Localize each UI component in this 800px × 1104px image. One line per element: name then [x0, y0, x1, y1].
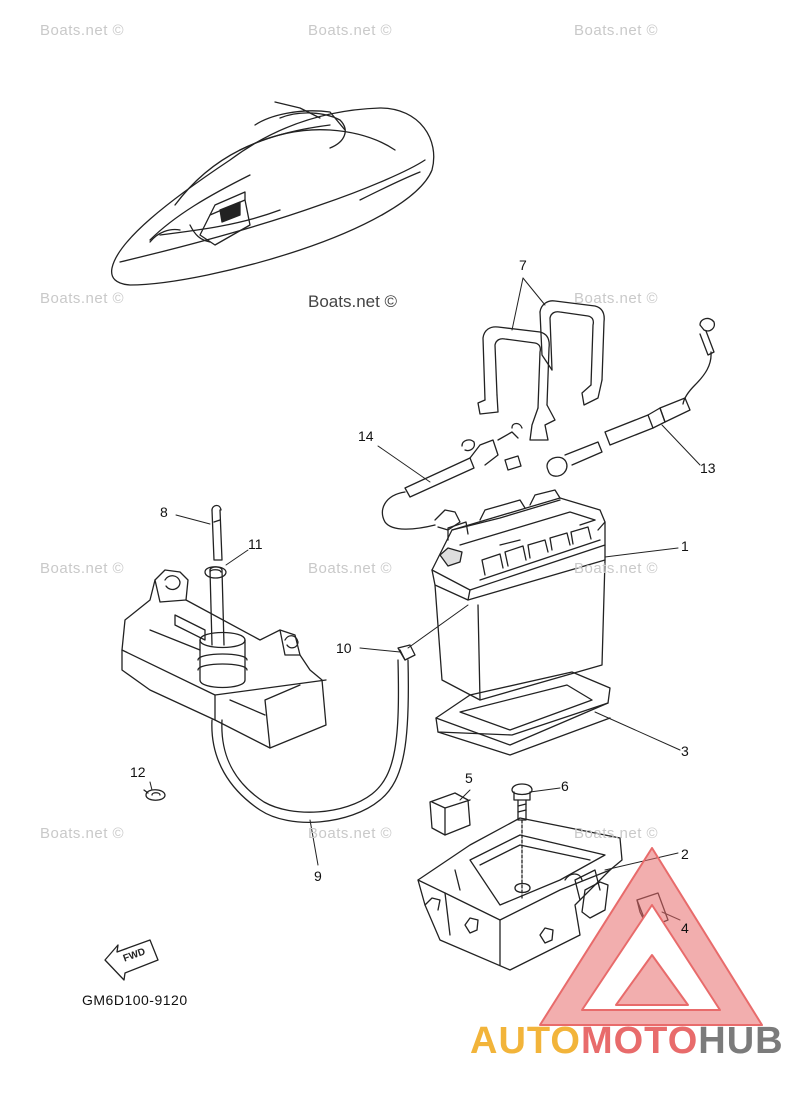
logo-part-auto: AUTO: [470, 1020, 581, 1062]
watermark: Boats.net ©: [40, 825, 125, 842]
watermark: Boats.net ©: [308, 560, 393, 577]
breather-hose-9: [211, 659, 410, 823]
battery-box: [417, 817, 623, 971]
watercraft-illustration: [110, 101, 435, 286]
callout-9: 9: [314, 868, 322, 884]
callout-3: 3: [681, 743, 689, 759]
callout-2: 2: [681, 846, 689, 862]
automotohub-logo-icon: [539, 847, 763, 1026]
logo-part-hub: HUB: [698, 1020, 784, 1062]
diagram-code: GM6D100-9120: [82, 992, 188, 1008]
clip-11: [204, 566, 227, 579]
watermark: Boats.net ©: [40, 22, 125, 39]
callout-5: 5: [465, 770, 473, 786]
callout-6: 6: [561, 778, 569, 794]
watermark: Boats.net ©: [40, 290, 125, 307]
positive-cable-13: [546, 317, 716, 477]
fwd-arrow-icon: [104, 939, 159, 981]
battery-pad-3: [435, 671, 611, 756]
callout-8: 8: [160, 504, 168, 520]
automotohub-logo-text: AUTOMOTOHUB: [470, 1020, 784, 1063]
callout-10: 10: [336, 640, 352, 656]
watermark: Boats.net ©: [574, 560, 659, 577]
watermark: Boats.net ©: [574, 290, 659, 307]
watermark: Boats.net ©: [308, 22, 393, 39]
callout-14: 14: [358, 428, 374, 444]
pin-8: [211, 504, 223, 561]
elbow-10: [397, 644, 416, 661]
callout-4: 4: [681, 920, 689, 936]
callout-1: 1: [681, 538, 689, 554]
battery-1: [431, 489, 606, 701]
battery-strap-7: [477, 300, 605, 441]
watermark-center: Boats.net ©: [308, 292, 398, 311]
callout-7: 7: [519, 257, 527, 273]
callout-12: 12: [130, 764, 146, 780]
watermark: Boats.net ©: [574, 825, 659, 842]
clip-12: [143, 789, 166, 801]
terminal-cap-5: [429, 792, 471, 836]
watermark: Boats.net ©: [40, 560, 125, 577]
bolt-6: [511, 783, 533, 901]
callout-11: 11: [248, 536, 263, 552]
logo-part-moto: MOTO: [580, 1020, 699, 1062]
damper-2: [581, 881, 609, 919]
negative-cable-14: [381, 422, 523, 531]
callout-13: 13: [700, 460, 716, 476]
leader-lines: [149, 277, 701, 921]
watermark: Boats.net ©: [308, 825, 393, 842]
battery-holder-bracket: [121, 566, 327, 749]
watermark: Boats.net ©: [574, 22, 659, 39]
